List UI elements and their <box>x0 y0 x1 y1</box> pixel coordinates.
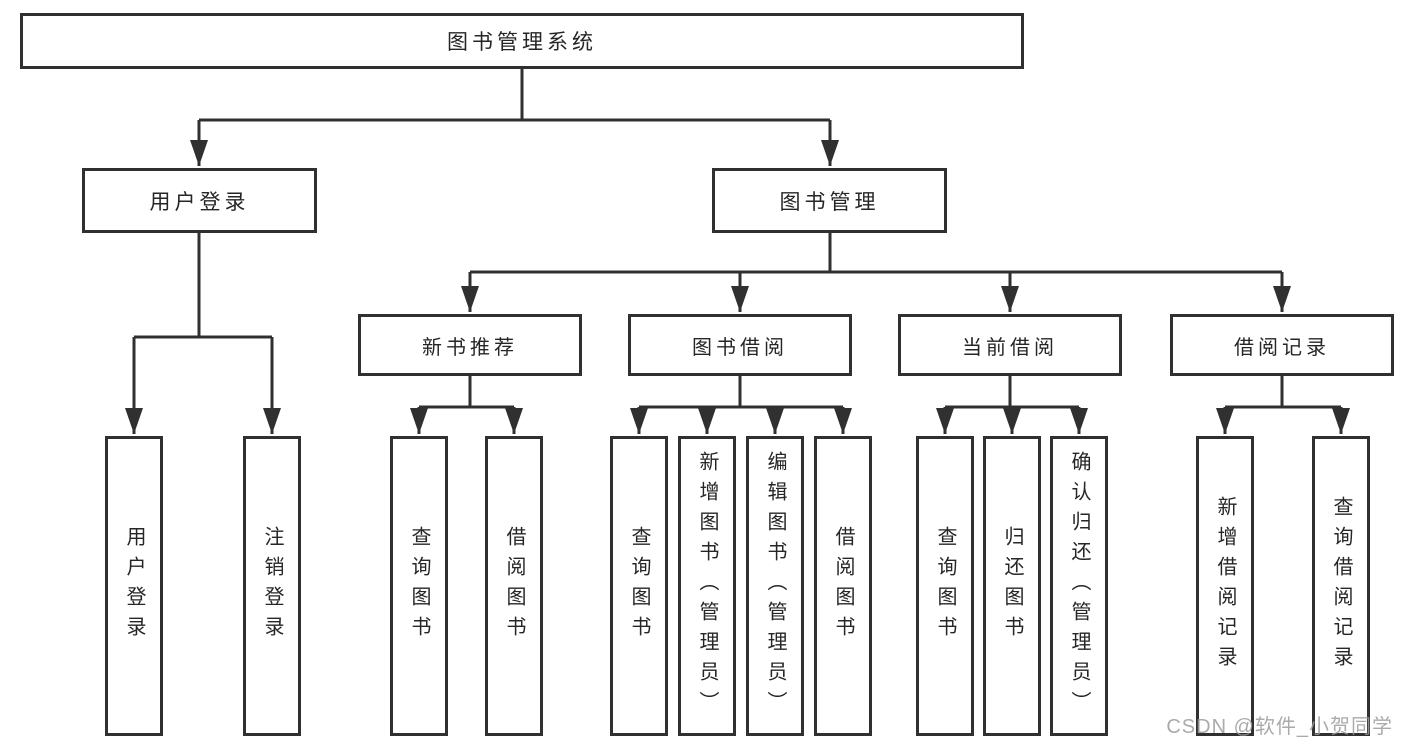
leaf-label: 新增借阅记录 <box>1214 496 1236 676</box>
node-leaf-borrow-books-1: 借阅图书 <box>485 436 543 736</box>
node-leaf-add-books-admin: 新增图书（管理员） <box>678 436 736 736</box>
leaf-label: 查询图书 <box>934 526 956 646</box>
node-borrow-records: 借阅记录 <box>1170 314 1394 376</box>
leaf-label: 归还图书 <box>1001 526 1023 646</box>
node-leaf-borrow-books-2: 借阅图书 <box>814 436 872 736</box>
node-user-login-branch: 用户登录 <box>82 168 317 233</box>
leaf-label: 注销登录 <box>261 526 283 646</box>
leaf-label: 新增图书（管理员） <box>696 451 718 721</box>
node-leaf-confirm-return-admin: 确认归还（管理员） <box>1050 436 1108 736</box>
node-book-management: 图书管理 <box>712 168 947 233</box>
leaf-label: 确认归还（管理员） <box>1068 451 1090 721</box>
leaf-label: 查询图书 <box>628 526 650 646</box>
leaf-label: 编辑图书（管理员） <box>764 451 786 721</box>
node-leaf-add-borrow-record: 新增借阅记录 <box>1196 436 1254 736</box>
node-leaf-logout: 注销登录 <box>243 436 301 736</box>
leaf-label: 借阅图书 <box>832 526 854 646</box>
node-root: 图书管理系统 <box>20 13 1024 69</box>
node-leaf-user-login: 用户登录 <box>105 436 163 736</box>
node-leaf-query-books-2: 查询图书 <box>610 436 668 736</box>
node-new-book-recommend: 新书推荐 <box>358 314 582 376</box>
node-leaf-query-books-1: 查询图书 <box>390 436 448 736</box>
node-current-borrow: 当前借阅 <box>898 314 1122 376</box>
node-leaf-query-borrow-record: 查询借阅记录 <box>1312 436 1370 736</box>
node-book-borrow: 图书借阅 <box>628 314 852 376</box>
node-leaf-query-books-3: 查询图书 <box>916 436 974 736</box>
leaf-label: 查询图书 <box>408 526 430 646</box>
watermark: CSDN @软件_小贺同学 <box>1166 716 1393 738</box>
leaf-label: 借阅图书 <box>503 526 525 646</box>
leaf-label: 用户登录 <box>123 526 145 646</box>
node-leaf-return-books: 归还图书 <box>983 436 1041 736</box>
leaf-label: 查询借阅记录 <box>1330 496 1352 676</box>
node-leaf-edit-books-admin: 编辑图书（管理员） <box>746 436 804 736</box>
